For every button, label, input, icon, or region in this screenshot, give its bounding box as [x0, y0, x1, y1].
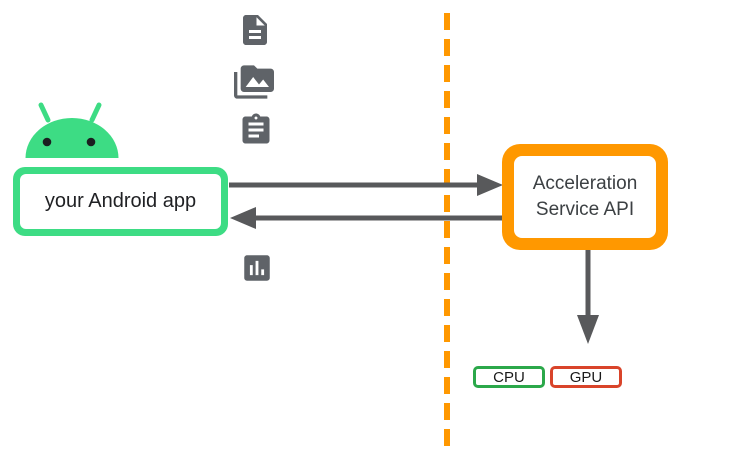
media-library-icon — [234, 65, 274, 99]
document-icon — [243, 15, 267, 45]
acceleration-service-api-box: Acceleration Service API — [502, 144, 668, 250]
api-to-app-arrow — [230, 207, 502, 229]
bar-chart-icon — [244, 255, 270, 281]
android-app-label: your Android app — [20, 174, 221, 229]
clipboard-icon — [242, 113, 270, 144]
acceleration-service-api-label: Acceleration Service API — [514, 156, 656, 238]
cpu-chip: CPU — [473, 366, 545, 388]
api-to-gpu-arrow — [577, 249, 599, 344]
cpu-label: CPU — [493, 368, 525, 386]
app-to-api-arrow — [229, 174, 503, 196]
gpu-label: GPU — [569, 368, 603, 386]
android-app-box: your Android app — [13, 167, 228, 236]
android-robot-icon — [25, 102, 119, 158]
gpu-chip: GPU — [550, 366, 622, 388]
